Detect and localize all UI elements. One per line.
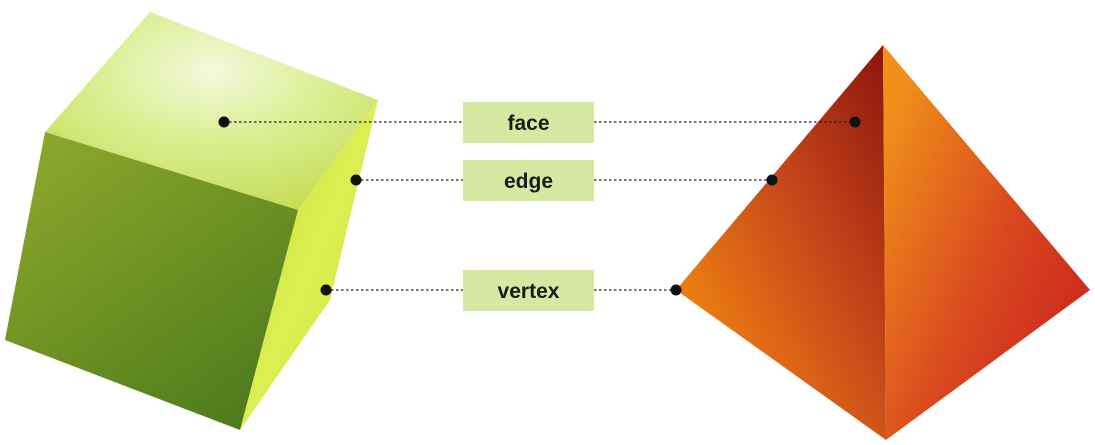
pyramid-vertex-dot bbox=[670, 284, 682, 296]
cube-vertex-dot bbox=[320, 284, 332, 296]
vertex-label-box bbox=[463, 270, 594, 311]
edge-label: edge bbox=[463, 160, 594, 201]
vertex-label: vertex bbox=[463, 270, 594, 311]
cube-top-face bbox=[45, 12, 378, 210]
pyramid-edge-dot bbox=[766, 174, 778, 186]
pyramid-left-face bbox=[676, 45, 886, 440]
edge-label-text: edge bbox=[504, 170, 553, 193]
leader-dots bbox=[218, 116, 861, 296]
cube-right-face bbox=[240, 100, 378, 430]
edge-label-box bbox=[463, 160, 594, 201]
cube-face-dot bbox=[218, 116, 230, 128]
cube-front-face bbox=[5, 132, 298, 430]
face-label-box bbox=[463, 102, 594, 143]
cube-icon bbox=[5, 12, 378, 430]
pyramid-face-dot bbox=[849, 116, 861, 128]
leader-lines bbox=[224, 121, 855, 291]
pyramid-icon bbox=[676, 45, 1090, 440]
face-label: face bbox=[463, 102, 594, 143]
face-label-text: face bbox=[507, 112, 549, 135]
cube-edge-dot bbox=[350, 174, 362, 186]
pyramid-right-face bbox=[883, 45, 1090, 440]
vertex-label-text: vertex bbox=[498, 280, 560, 303]
